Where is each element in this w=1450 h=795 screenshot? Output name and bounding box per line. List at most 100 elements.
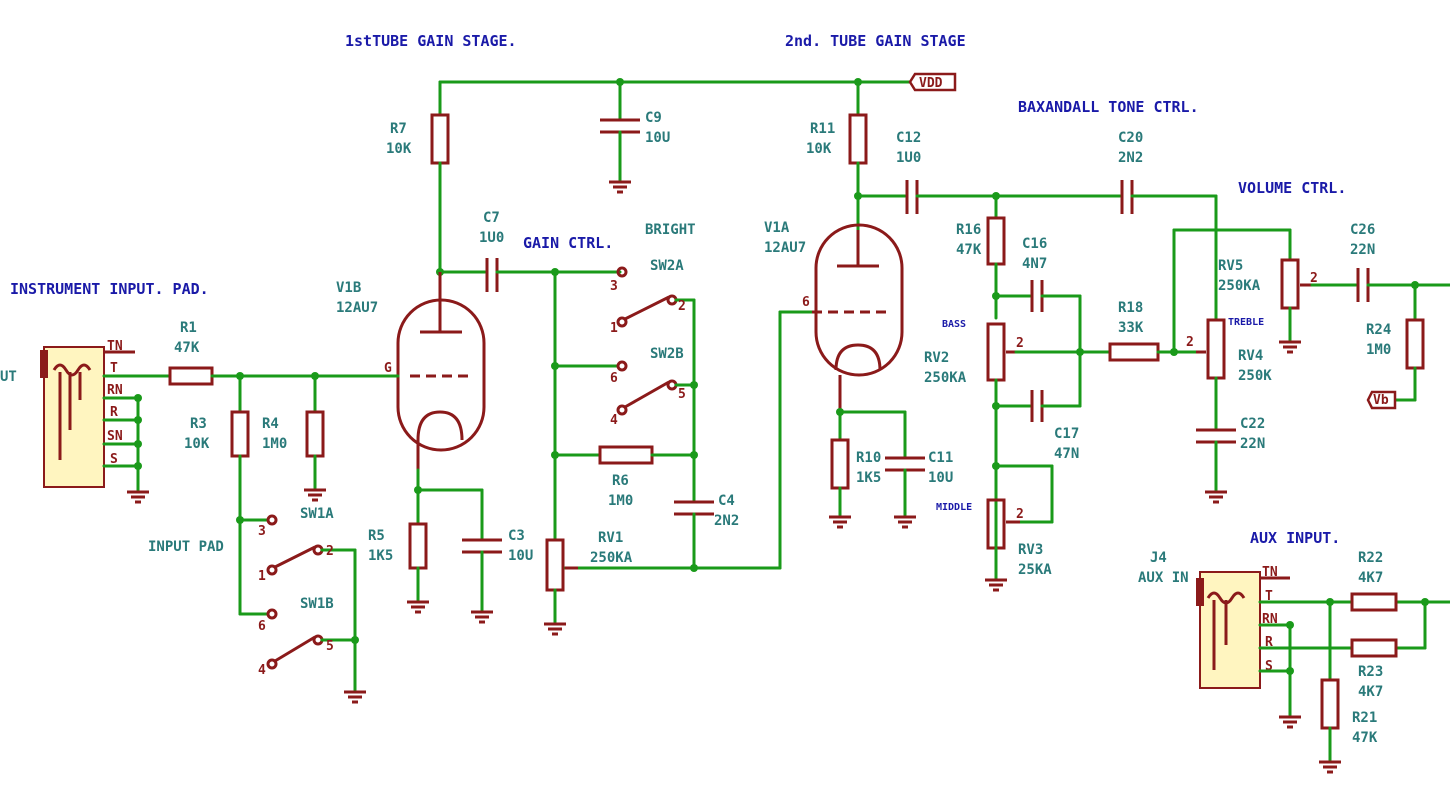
svg-text:RV5: RV5 (1218, 258, 1243, 274)
resistor-r4: R4 1M0 (262, 374, 326, 502)
svg-text:25KA: 25KA (1018, 562, 1052, 578)
svg-text:C12: C12 (896, 130, 921, 146)
resistor-r22: R22 4K7 (1350, 550, 1398, 612)
svg-text:2: 2 (326, 544, 334, 559)
svg-text:5: 5 (326, 639, 334, 654)
svg-text:250KA: 250KA (924, 370, 967, 386)
svg-text:1U0: 1U0 (479, 230, 504, 246)
vdd-rail (438, 78, 917, 117)
svg-text:47N: 47N (1054, 446, 1079, 462)
svg-text:C11: C11 (928, 450, 953, 466)
svg-text:SN: SN (107, 429, 123, 444)
capacitor-c12: C12 1U0 (856, 130, 1122, 214)
svg-text:4: 4 (610, 413, 618, 428)
svg-text:RN: RN (1262, 612, 1278, 627)
svg-text:1M0: 1M0 (1366, 342, 1391, 358)
svg-text:R7: R7 (390, 121, 407, 137)
svg-text:C26: C26 (1350, 222, 1375, 238)
svg-text:250KA: 250KA (590, 550, 633, 566)
resistor-r16: R16 47K (956, 194, 1006, 320)
title-tone: BAXANDALL TONE CTRL. (1018, 98, 1199, 116)
svg-text:C22: C22 (1240, 416, 1265, 432)
title-gain: GAIN CTRL. (523, 234, 613, 252)
svg-text:MIDDLE: MIDDLE (936, 502, 972, 513)
svg-text:2: 2 (678, 299, 686, 314)
vdd-power-flag: VDD (908, 72, 957, 92)
ground-icon (344, 690, 366, 704)
svg-text:RV3: RV3 (1018, 542, 1043, 558)
potentiometer-rv2: BASS 2 RV2 250KA (924, 319, 1112, 582)
svg-text:RN: RN (107, 383, 123, 398)
resistor-r23: R23 4K7 (1350, 638, 1398, 700)
svg-text:4K7: 4K7 (1358, 684, 1383, 700)
ground-icon (1279, 340, 1301, 354)
svg-text:R23: R23 (1358, 664, 1383, 680)
svg-text:1M0: 1M0 (608, 493, 633, 509)
resistor-r5: R5 1K5 (368, 468, 429, 614)
svg-text:C4: C4 (718, 493, 735, 509)
title-bright: BRIGHT (645, 222, 696, 238)
switch-sw1a: SW1A 3 2 1 (238, 506, 357, 692)
resistor-r6: R6 1M0 (598, 445, 696, 509)
svg-text:1: 1 (258, 569, 266, 584)
svg-text:RV2: RV2 (924, 350, 949, 366)
switch-sw2b: SW2B 6 5 4 (610, 346, 696, 428)
svg-text:3: 3 (258, 524, 266, 539)
ground-icon (1205, 490, 1227, 504)
svg-text:BASS: BASS (942, 319, 966, 330)
input-jack-wiring (102, 374, 172, 504)
capacitor-c22: C22 22N (1196, 416, 1265, 504)
potentiometer-rv5: 2 RV5 250KA (1172, 228, 1318, 354)
svg-text:4N7: 4N7 (1022, 256, 1047, 272)
svg-text:10K: 10K (386, 141, 412, 157)
svg-text:C20: C20 (1118, 130, 1143, 146)
svg-text:5: 5 (678, 387, 686, 402)
svg-text:TN: TN (1262, 565, 1278, 580)
svg-text:6: 6 (610, 371, 618, 386)
svg-text:V1A: V1A (764, 220, 790, 236)
svg-text:12AU7: 12AU7 (764, 240, 806, 256)
svg-text:C16: C16 (1022, 236, 1047, 252)
svg-text:R21: R21 (1352, 710, 1377, 726)
svg-text:1: 1 (610, 321, 618, 336)
svg-text:C17: C17 (1054, 426, 1079, 442)
capacitor-c4: C4 2N2 (674, 493, 739, 534)
title-volume: VOLUME CTRL. (1238, 179, 1346, 197)
svg-text:R6: R6 (612, 473, 629, 489)
svg-text:TN: TN (107, 339, 123, 354)
svg-text:4K7: 4K7 (1358, 570, 1383, 586)
svg-text:R16: R16 (956, 222, 981, 238)
ground-icon (127, 490, 149, 504)
svg-text:2: 2 (1310, 271, 1318, 286)
svg-text:33K: 33K (1118, 320, 1144, 336)
resistor-r3: R3 10K (184, 374, 250, 616)
gain-network-wiring (551, 270, 814, 572)
svg-text:R18: R18 (1118, 300, 1143, 316)
switch-sw1b: SW1B 6 5 4 (238, 596, 366, 704)
svg-text:6: 6 (802, 295, 810, 310)
label-input-edge: UT (0, 369, 17, 385)
svg-text:1U0: 1U0 (896, 150, 921, 166)
vb-power-flag: Vb (1366, 390, 1397, 410)
svg-text:VDD: VDD (919, 76, 943, 91)
resistor-r10: R10 1K5 (829, 408, 881, 529)
svg-text:G: G (384, 361, 392, 376)
svg-text:10K: 10K (184, 436, 210, 452)
svg-text:R5: R5 (368, 528, 385, 544)
svg-text:RV4: RV4 (1238, 348, 1263, 364)
svg-text:3: 3 (610, 279, 618, 294)
tube-v1a: V1A 12AU7 6 (764, 220, 904, 412)
svg-text:2N2: 2N2 (714, 513, 739, 529)
svg-text:10U: 10U (508, 548, 533, 564)
aux-jack: TN T RN R S J4 AUX IN (1138, 550, 1290, 689)
svg-text:SW2B: SW2B (650, 346, 684, 362)
svg-text:S: S (110, 452, 118, 467)
svg-text:10U: 10U (928, 470, 953, 486)
svg-text:R1: R1 (180, 320, 197, 336)
ground-icon (1319, 760, 1341, 774)
svg-text:T: T (110, 361, 118, 376)
svg-text:SW2A: SW2A (650, 258, 684, 274)
ground-icon (544, 622, 566, 636)
svg-text:SW1A: SW1A (300, 506, 334, 522)
